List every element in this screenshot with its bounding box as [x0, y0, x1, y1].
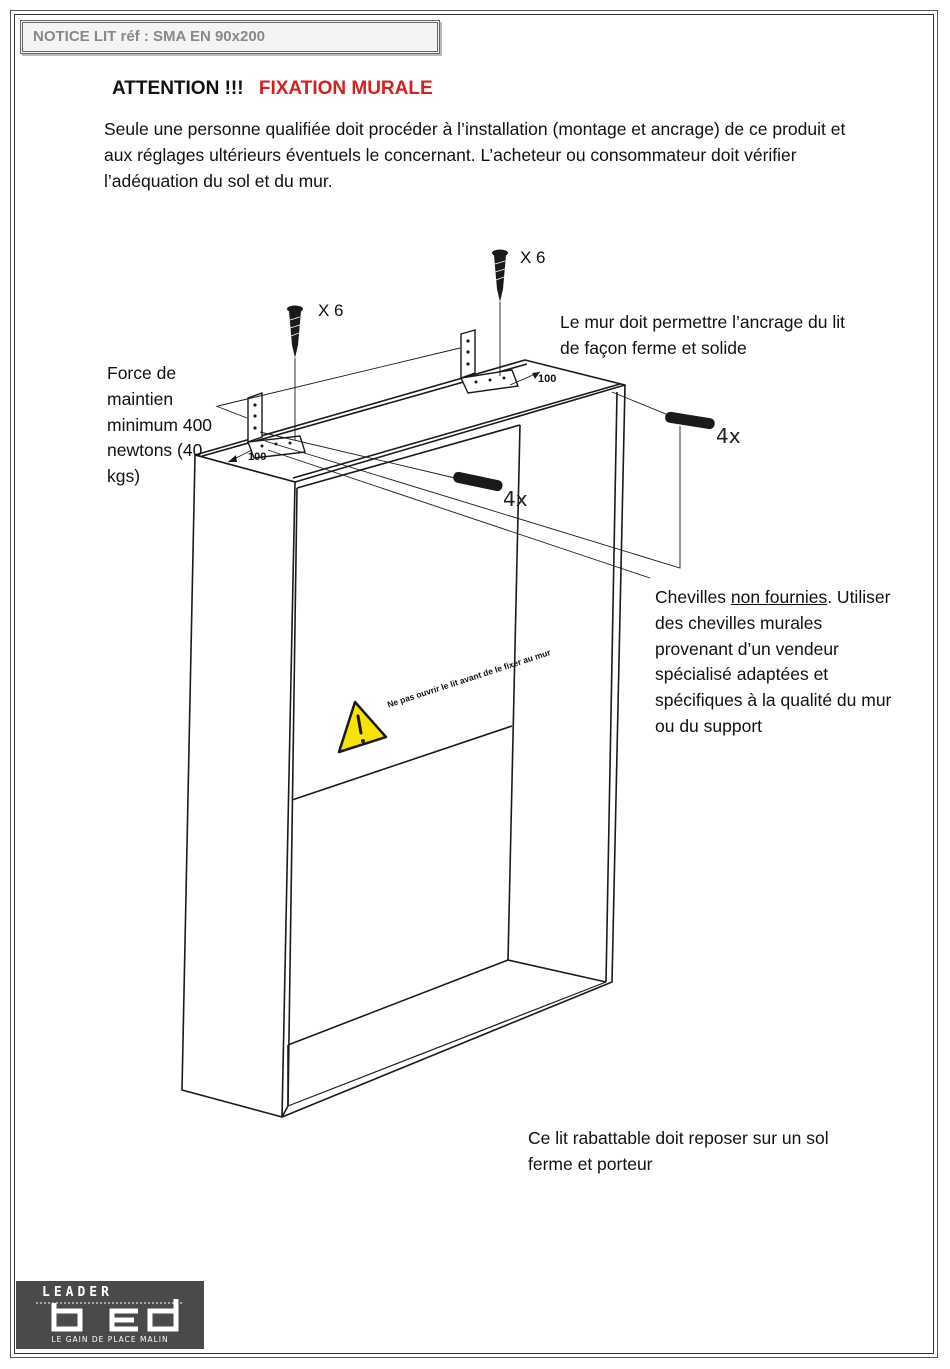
screw-count-right: X 6: [520, 248, 546, 267]
dowel-count-right: 4x: [716, 424, 741, 448]
dowel-left-icon: [453, 471, 503, 492]
dowels-note-prefix: Chevilles: [655, 587, 731, 607]
page-frame-outer: [10, 10, 938, 1358]
logo-tagline: LE GAIN DE PLACE MALIN: [51, 1335, 169, 1344]
logo-bed-mark: [36, 1299, 184, 1332]
attention-label: ATTENTION !!!: [112, 78, 244, 99]
floor-note: Ce lit rabattable doit reposer sur un so…: [528, 1128, 829, 1174]
screw-right-icon: [492, 249, 508, 302]
fixation-title: FIXATION MURALE: [258, 78, 433, 99]
cabinet-left-panel: [181, 454, 296, 1118]
wall-note: Le mur doit permettre l’ancrage du lit d…: [560, 312, 845, 358]
force-note: Force de maintien minimum 400 newtons (4…: [107, 363, 213, 487]
screw-left-icon: [287, 305, 303, 358]
warning-triangle-icon: [337, 700, 388, 754]
leader-bed-logo: LEADER LE GAIN DE PLACE MALIN: [16, 1281, 204, 1349]
dowels-note: Chevilles non fournies. Utiliser des che…: [655, 585, 895, 740]
reference-box: NOTICE LIT réf : SMA EN 90x200: [20, 20, 440, 54]
bracket-right-vertical: [460, 329, 476, 379]
bracket-left-plate: [247, 435, 306, 459]
dowels-note-suffix: . Utiliser des chevilles murales provena…: [655, 587, 892, 736]
logo-brand-top: LEADER: [42, 1285, 113, 1300]
screw-count-left: X 6: [318, 301, 344, 320]
page-heading: ATTENTION !!! FIXATION MURALE: [112, 78, 433, 100]
dowels-note-underlined: non fournies: [730, 587, 828, 607]
dowel-count-left: 4x: [503, 487, 528, 511]
dimension-left: 100: [248, 451, 267, 463]
dimension-right: 100: [538, 373, 557, 385]
intro-paragraph: Seule une personne qualifiée doit procéd…: [104, 119, 846, 191]
cabinet-right-edge: [281, 384, 626, 1118]
bracket-right-plate: [459, 369, 519, 394]
page-frame-inner: [14, 14, 934, 1354]
dowel-right-icon: [665, 411, 715, 430]
